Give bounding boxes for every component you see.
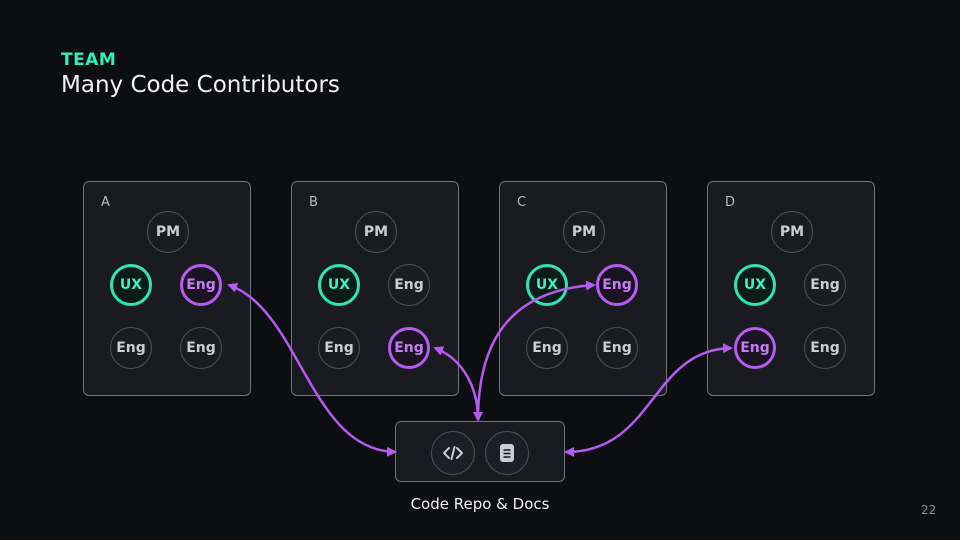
team-label: D bbox=[725, 195, 736, 210]
code-icon bbox=[431, 431, 475, 475]
eng-node-highlighted: Eng bbox=[180, 264, 222, 306]
team-box-c: C PM UX Eng Eng Eng bbox=[499, 181, 667, 396]
ux-node: UX bbox=[526, 264, 568, 306]
eng-node-highlighted: Eng bbox=[596, 264, 638, 306]
team-label: C bbox=[517, 195, 527, 210]
page-number: 22 bbox=[921, 503, 937, 517]
eng-node: Eng bbox=[110, 327, 152, 369]
eng-node: Eng bbox=[804, 264, 846, 306]
team-label: B bbox=[309, 195, 318, 210]
eng-node: Eng bbox=[180, 327, 222, 369]
pm-node: PM bbox=[563, 211, 605, 253]
slide-title: Many Code Contributors bbox=[61, 72, 340, 98]
eng-node-highlighted: Eng bbox=[388, 327, 430, 369]
eng-node: Eng bbox=[804, 327, 846, 369]
eng-node-highlighted: Eng bbox=[734, 327, 776, 369]
pm-node: PM bbox=[147, 211, 189, 253]
eng-node: Eng bbox=[388, 264, 430, 306]
document-icon bbox=[485, 431, 529, 475]
repo-label: Code Repo & Docs bbox=[410, 495, 550, 513]
team-label: A bbox=[101, 195, 110, 210]
code-repo-box bbox=[395, 421, 565, 482]
pm-node: PM bbox=[355, 211, 397, 253]
ux-node: UX bbox=[318, 264, 360, 306]
ux-node: UX bbox=[734, 264, 776, 306]
team-box-b: B PM UX Eng Eng Eng bbox=[291, 181, 459, 396]
eng-node: Eng bbox=[596, 327, 638, 369]
eng-node: Eng bbox=[526, 327, 568, 369]
pm-node: PM bbox=[771, 211, 813, 253]
team-box-d: D PM UX Eng Eng Eng bbox=[707, 181, 875, 396]
eng-node: Eng bbox=[318, 327, 360, 369]
ux-node: UX bbox=[110, 264, 152, 306]
section-eyebrow: TEAM bbox=[61, 50, 117, 70]
team-box-a: A PM UX Eng Eng Eng bbox=[83, 181, 251, 396]
